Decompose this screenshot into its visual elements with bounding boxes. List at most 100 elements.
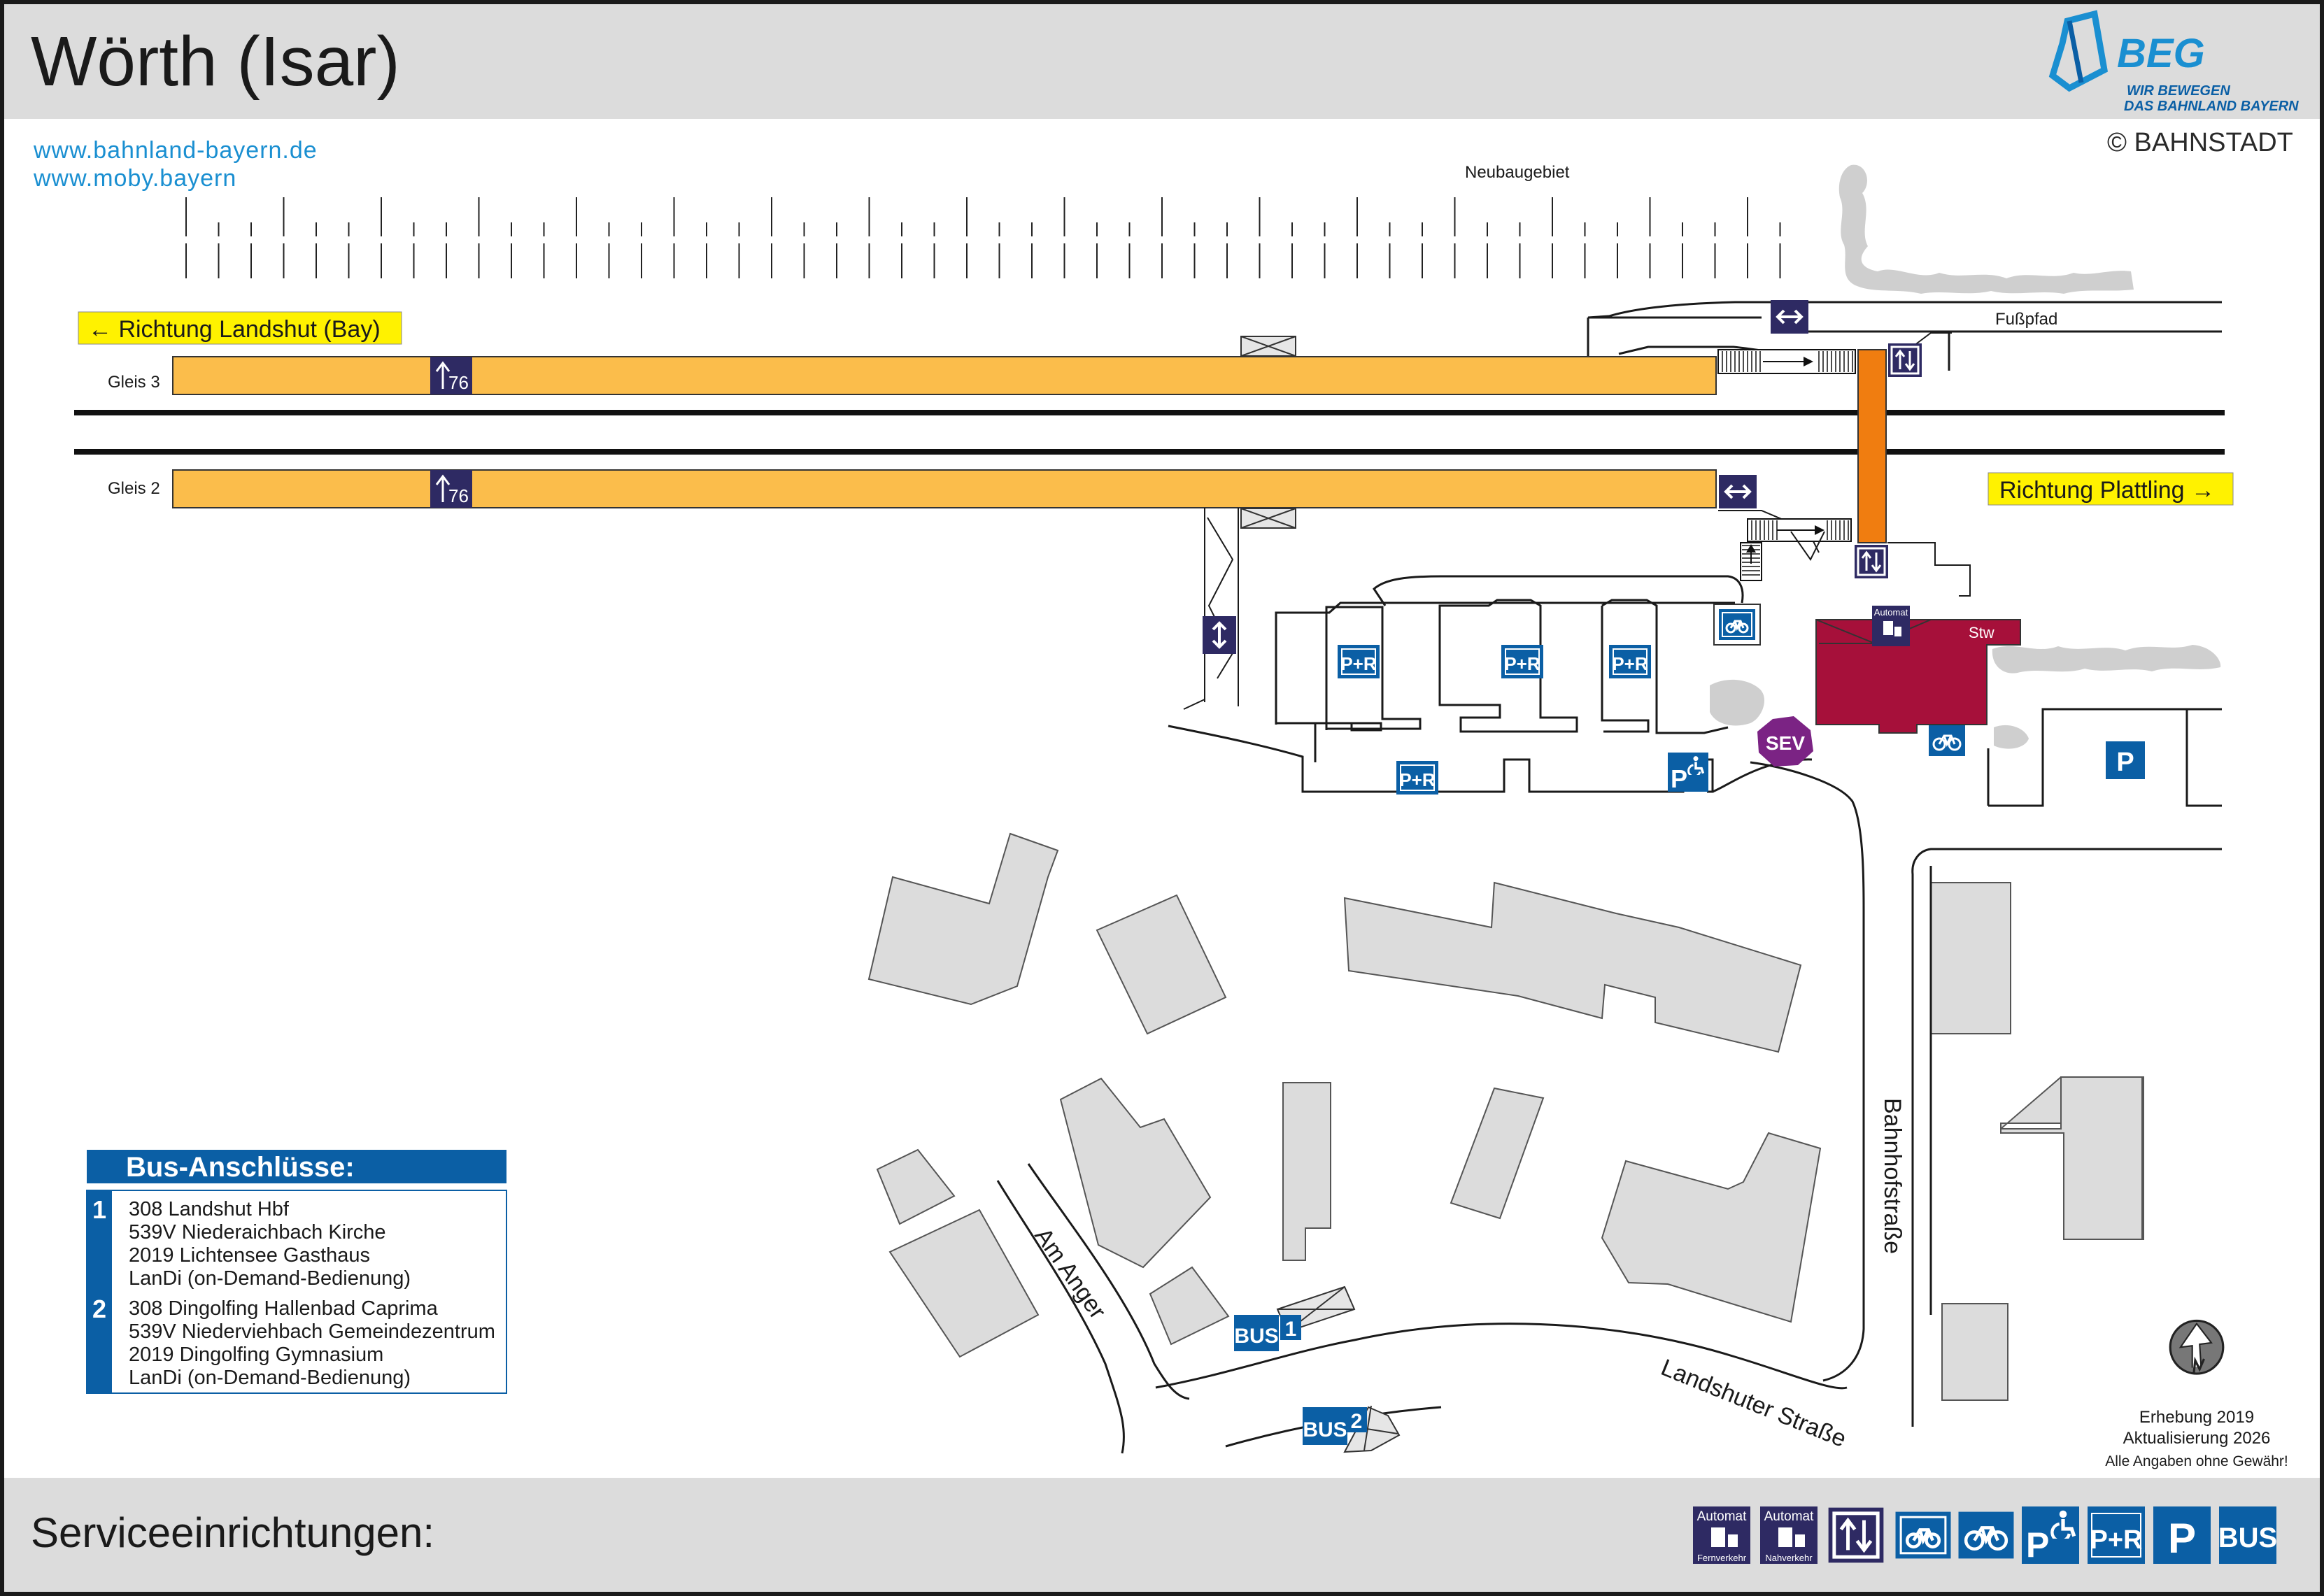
disclaimer: Alle Angaben ohne Gewähr! bbox=[2105, 1453, 2288, 1469]
vegetation-small-2 bbox=[1710, 679, 1765, 726]
svg-text:LanDi (on-Demand-Bedienung): LanDi (on-Demand-Bedienung) bbox=[129, 1367, 411, 1389]
svg-text:Automat: Automat bbox=[1697, 1509, 1747, 1524]
update-year: Aktualisierung 2026 bbox=[2123, 1429, 2271, 1448]
svg-text:BUS: BUS bbox=[2218, 1523, 2277, 1553]
copyright-label: © BAHNSTADT bbox=[2107, 128, 2293, 157]
svg-text:Nahverkehr: Nahverkehr bbox=[1765, 1553, 1813, 1563]
bike-parking-legend-icon bbox=[1959, 1512, 2014, 1559]
svg-text:P+R: P+R bbox=[1340, 653, 1377, 674]
park-and-ride-3: P+R bbox=[1609, 645, 1651, 678]
signal-box-label: Stw bbox=[1969, 624, 1994, 641]
svg-text:P+R: P+R bbox=[1504, 653, 1540, 674]
svg-text:P: P bbox=[1671, 764, 1687, 793]
platform-gleis-3: Gleis 3 76 bbox=[108, 356, 1717, 395]
link-moby-bayern[interactable]: www.moby.bayern bbox=[33, 165, 236, 192]
direction-sign-east: Richtung Plattling → bbox=[1988, 472, 2234, 506]
direction-east-label: Richtung Plattling → bbox=[1999, 477, 2215, 504]
bike-box-legend-icon bbox=[1896, 1512, 1951, 1559]
platform-gleis-2: Gleis 2 76 bbox=[108, 469, 1717, 508]
header-bar bbox=[4, 4, 2320, 119]
ramp-outline bbox=[1887, 542, 1971, 597]
bus-stop-2: BUS 2 bbox=[1303, 1405, 1401, 1453]
bus-icon bbox=[1234, 1315, 1279, 1351]
legend-parking: P bbox=[2153, 1506, 2211, 1564]
level-access-west-icon bbox=[1203, 616, 1236, 654]
bus-legend-icon bbox=[2219, 1506, 2276, 1564]
bus-connections-panel: Bus-Anschlüsse: 1 308 Landshut Hbf 539V … bbox=[86, 1150, 507, 1394]
track-2 bbox=[74, 449, 2225, 455]
bus-icon-2 bbox=[1303, 1407, 1347, 1445]
bike-box-icon bbox=[1718, 608, 1756, 641]
bike-parking-icon bbox=[1928, 725, 1966, 757]
parking-icon bbox=[2153, 1506, 2211, 1564]
sev-label: SEV bbox=[1766, 732, 1805, 754]
north-arrow-icon bbox=[2169, 1319, 2225, 1375]
svg-text:539V Niederaichbach Kirche: 539V Niederaichbach Kirche bbox=[129, 1221, 386, 1244]
footpath-west bbox=[1183, 508, 1239, 710]
platform-height-2-icon bbox=[430, 470, 472, 508]
beg-tagline-2: DAS BAHNLAND BAYERN bbox=[2124, 99, 2299, 114]
vegetation-east bbox=[1992, 645, 2221, 674]
parking-east: P bbox=[1911, 708, 2222, 1427]
svg-text:2019 Lichtensee Gasthaus: 2019 Lichtensee Gasthaus bbox=[129, 1244, 370, 1267]
legend-accessible-parking: P bbox=[2022, 1506, 2079, 1565]
legend-bus: BUS bbox=[2218, 1506, 2277, 1564]
svg-text:308 Dingolfing Hallenbad Capri: 308 Dingolfing Hallenbad Caprima bbox=[129, 1297, 439, 1320]
svg-text:Automat: Automat bbox=[1764, 1509, 1814, 1524]
stairs-north bbox=[1717, 349, 1856, 374]
svg-text:P+R: P+R bbox=[1399, 769, 1436, 790]
bus-stop-1: BUS 1 bbox=[1234, 1285, 1356, 1351]
svg-text:2019 Dingolfing Gymnasium: 2019 Dingolfing Gymnasium bbox=[129, 1344, 383, 1366]
platform-height-3-value: 76 bbox=[448, 372, 469, 393]
link-bahnland-bayern[interactable]: www.bahnland-bayern.de bbox=[33, 137, 318, 164]
platform-height-2-value: 76 bbox=[448, 485, 469, 506]
svg-text:BUS: BUS bbox=[1234, 1325, 1278, 1348]
elevator-icon bbox=[1829, 1508, 1884, 1563]
svg-text:LanDi (on-Demand-Bedienung): LanDi (on-Demand-Bedienung) bbox=[129, 1267, 411, 1290]
elevator-south-icon bbox=[1854, 544, 1889, 579]
vegetation-north bbox=[1838, 164, 2134, 294]
rail-replacement-stop: SEV bbox=[1757, 716, 1813, 767]
street-bahnhofstrasse: Bahnhofstraße bbox=[1879, 1098, 1906, 1254]
direction-west-label: ← Richtung Landshut (Bay) bbox=[88, 316, 381, 343]
survey-year: Erhebung 2019 bbox=[2139, 1408, 2254, 1427]
accessible-parking: P bbox=[1668, 753, 1708, 793]
park-and-ride-2: P+R bbox=[1501, 645, 1543, 678]
beg-logo-text: BEG bbox=[2117, 31, 2205, 76]
bus-connections-title: Bus-Anschlüsse: bbox=[126, 1152, 355, 1183]
svg-text:308 Landshut Hbf: 308 Landshut Hbf bbox=[129, 1198, 290, 1220]
svg-text:P: P bbox=[2168, 1515, 2196, 1562]
level-access-south-icon bbox=[1718, 474, 1757, 509]
buildings bbox=[867, 832, 2144, 1401]
svg-text:BUS: BUS bbox=[1303, 1418, 1347, 1441]
vegetation-small-1 bbox=[1994, 725, 2029, 749]
bus-stop-1-number: 1 bbox=[1285, 1318, 1297, 1341]
beg-tagline-1: WIR BEWEGEN bbox=[2127, 83, 2230, 99]
housing-area-plots bbox=[185, 197, 1781, 278]
level-access-north-icon bbox=[1770, 299, 1809, 334]
shelter-gleis-3 bbox=[1240, 336, 1297, 357]
svg-text:P+R: P+R bbox=[2090, 1525, 2143, 1555]
access-ramp bbox=[1857, 349, 1887, 543]
bus-stop-2-label: 2 bbox=[92, 1295, 106, 1323]
bus-stop-1-label: 1 bbox=[92, 1195, 106, 1224]
svg-text:P: P bbox=[2026, 1525, 2049, 1565]
shelter-gleis-2 bbox=[1240, 508, 1297, 529]
legend-ticket-machine-long-distance: Automat Fernverkehr bbox=[1693, 1506, 1750, 1564]
stairs-south bbox=[1718, 510, 1852, 581]
svg-text:Fernverkehr: Fernverkehr bbox=[1697, 1553, 1747, 1563]
footpath-label: Fußpfad bbox=[1995, 310, 2057, 329]
page-title: Wörth (Isar) bbox=[31, 22, 400, 101]
svg-text:P+R: P+R bbox=[1612, 653, 1648, 674]
legend-park-and-ride: P+R bbox=[2088, 1506, 2145, 1564]
elevator-north-icon bbox=[1887, 343, 1922, 378]
legend-ticket-machine-regional: Automat Nahverkehr bbox=[1760, 1506, 1818, 1564]
direction-sign-west: ← Richtung Landshut (Bay) bbox=[78, 311, 402, 345]
parking-east-label: P bbox=[2116, 748, 2134, 777]
platform-gleis-2-label: Gleis 2 bbox=[108, 479, 160, 498]
beg-logo: BEG WIR BEWEGEN DAS BAHNLAND BAYERN bbox=[2048, 10, 2299, 114]
car-park bbox=[1168, 575, 1865, 1382]
svg-text:539V Niederviehbach Gemeindeze: 539V Niederviehbach Gemeindezentrum bbox=[129, 1320, 495, 1343]
services-title: Serviceeinrichtungen: bbox=[31, 1509, 434, 1556]
